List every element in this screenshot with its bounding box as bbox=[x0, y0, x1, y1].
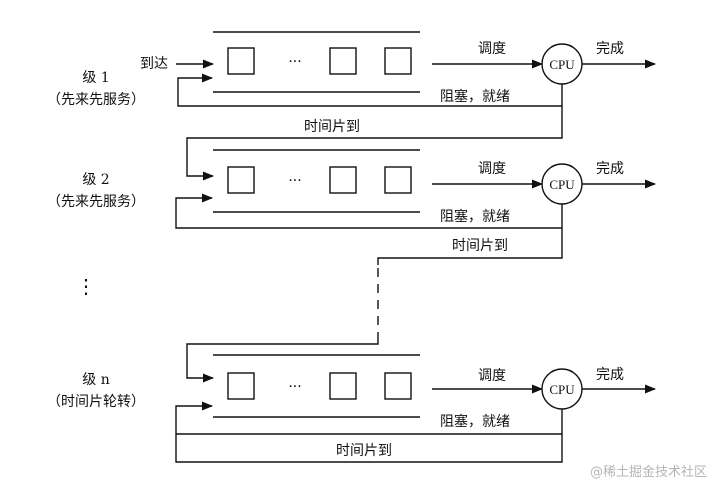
level-n-block-label: 阻塞，就绪 bbox=[440, 413, 510, 430]
queue-n-slot bbox=[227, 372, 255, 400]
level-n: 级 n （时间片轮转） ··· 调度 CPU 完成 阻塞，就绪 时间片到 bbox=[47, 340, 657, 463]
arrival-label: 到达 bbox=[140, 56, 168, 72]
level-n-schedule-label: 调度 bbox=[478, 368, 506, 384]
level-n-cpu-label: CPU bbox=[549, 382, 575, 397]
queue-1-ellipsis: ··· bbox=[288, 54, 301, 70]
queue-1-slot bbox=[227, 47, 255, 75]
watermark: @稀土掘金技术社区 bbox=[590, 464, 707, 480]
level-n-done-label: 完成 bbox=[596, 367, 624, 383]
level-n-policy: （时间片轮转） bbox=[47, 394, 145, 410]
level-2-block-loop bbox=[175, 193, 563, 229]
queue-2-slot bbox=[227, 166, 255, 194]
level-1-done-label: 完成 bbox=[596, 41, 624, 57]
level-1-policy: （先来先服务） bbox=[47, 92, 145, 108]
level-1-schedule-label: 调度 bbox=[478, 41, 506, 57]
levels-ellipsis: ⋮ bbox=[76, 274, 96, 298]
queue-2-slot bbox=[384, 166, 412, 194]
level-n-timeslice-loop bbox=[175, 434, 563, 463]
queue-1-slot bbox=[384, 47, 412, 75]
queue-2-ellipsis: ··· bbox=[288, 173, 301, 189]
level-1-name: 级 1 bbox=[82, 70, 109, 86]
level-2-schedule-label: 调度 bbox=[478, 161, 506, 177]
level-n-name: 级 n bbox=[82, 372, 109, 388]
queue-n-slot bbox=[329, 372, 357, 400]
level-2-name: 级 2 bbox=[82, 172, 109, 188]
level-1-block-loop bbox=[177, 73, 563, 107]
level-1-cpu-label: CPU bbox=[549, 57, 575, 72]
queue-n-ellipsis: ··· bbox=[288, 379, 301, 395]
level-n-timeslice-label: 时间片到 bbox=[336, 443, 392, 459]
level-2-policy: （先来先服务） bbox=[47, 194, 145, 210]
level-1-block-label: 阻塞，就绪 bbox=[440, 88, 510, 105]
queue-1-slot bbox=[329, 47, 357, 75]
level-2-timeslice-label: 时间片到 bbox=[452, 238, 508, 254]
level-1-timeslice-label: 时间片到 bbox=[304, 119, 360, 135]
level-2-timeslice-path bbox=[377, 228, 563, 265]
level-1-timeslice-path bbox=[186, 106, 563, 181]
level-1: 级 1 （先来先服务） ··· 到达 调度 CPU 完成 阻塞，就绪 时间片到 bbox=[47, 31, 657, 181]
queue-2-slot bbox=[329, 166, 357, 194]
level-2-cpu-label: CPU bbox=[549, 177, 575, 192]
level-2-done-label: 完成 bbox=[596, 161, 624, 177]
level-2: 级 2 （先来先服务） ··· 调度 CPU 完成 阻塞，就绪 时间片到 bbox=[47, 149, 657, 265]
level-n-entry-path bbox=[186, 340, 379, 383]
queue-n-slot bbox=[384, 372, 412, 400]
level-2-block-label: 阻塞，就绪 bbox=[440, 208, 510, 225]
